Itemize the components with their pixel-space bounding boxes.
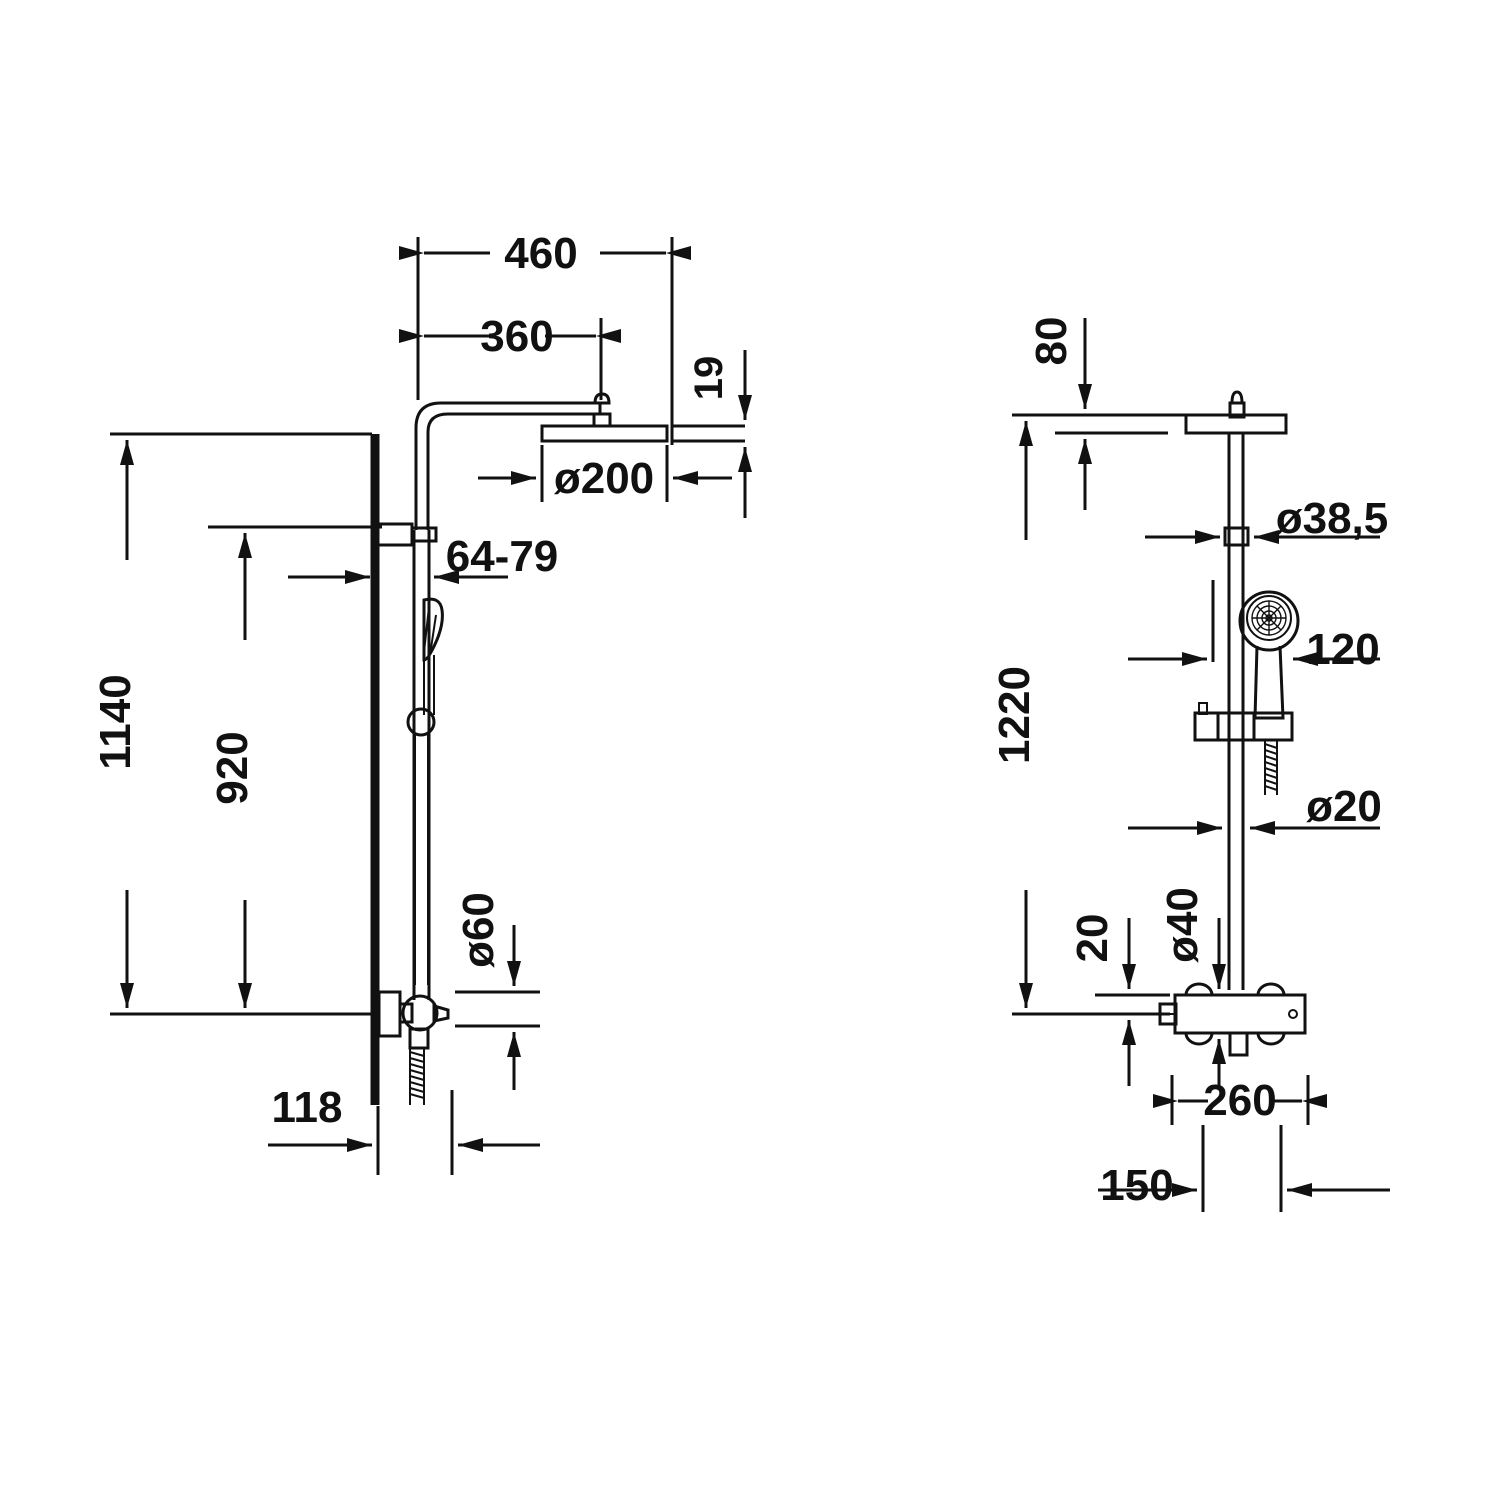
upper-wall-bracket (376, 522, 414, 547)
dimension-labels: 460 360 19 ø200 64-79 1140 920 ø60 118 8… (91, 229, 1388, 1210)
label-260: 260 (1203, 1076, 1276, 1125)
mixer-wall-plate (377, 990, 402, 1038)
hand-shower-spray-face (1246, 595, 1292, 641)
label-19: 19 (687, 356, 731, 401)
label-o40: ø40 (1158, 887, 1207, 963)
thermostat-outlet (1228, 1031, 1249, 1057)
thermostat-knob-right-b (1256, 1032, 1286, 1046)
label-o60: ø60 (454, 892, 503, 968)
shower-arm-inner (426, 412, 600, 530)
hand-shower-detail-2 (429, 614, 437, 656)
shower-head-collar (592, 412, 612, 428)
hand-shower-handle-front (1253, 645, 1285, 720)
mixer-lever (432, 1004, 450, 1023)
label-460: 460 (504, 229, 577, 278)
spray-nozzle-pattern (1251, 600, 1287, 636)
label-20: 20 (1068, 914, 1117, 963)
label-118: 118 (272, 1083, 343, 1132)
label-120: 120 (1306, 625, 1379, 674)
overhead-shower-front (1184, 413, 1288, 435)
thermostat-knob-left-b (1184, 1032, 1214, 1046)
riser-collar (1223, 526, 1250, 547)
overhead-shower-head (540, 424, 669, 443)
flex-hose-right (1264, 740, 1278, 795)
label-920: 920 (208, 731, 257, 804)
hand-shower-head-front (1238, 590, 1300, 652)
right-view-dimensions (1012, 318, 1390, 1212)
label-o200: ø200 (554, 454, 654, 503)
label-360: 360 (480, 312, 553, 361)
slider-bracket-knob (1198, 702, 1208, 715)
thermostat-bar (1173, 993, 1307, 1035)
slider-ring (406, 707, 436, 737)
label-1220: 1220 (990, 666, 1039, 764)
left-view-product (370, 392, 669, 1105)
overhead-joint-cap (1230, 390, 1244, 405)
label-o20: ø20 (1306, 782, 1382, 831)
slider-bracket-front (1193, 711, 1294, 742)
label-80: 80 (1027, 317, 1076, 366)
thermostat-screw (1288, 1009, 1298, 1019)
thermostat-knob-left (1184, 982, 1214, 996)
label-150: 150 (1100, 1161, 1173, 1210)
hand-shower-handle-side (423, 655, 435, 715)
mixer-body-side (401, 994, 439, 1032)
flex-hose-left (409, 1048, 425, 1105)
left-view-dimensions (110, 237, 752, 1175)
hand-shower-side (422, 597, 444, 662)
thermostat-knob-right (1256, 982, 1286, 996)
upper-bracket-arm (410, 526, 438, 543)
label-64-79: 64-79 (446, 532, 559, 581)
right-view-product (1158, 390, 1307, 1057)
shower-arm-outer (414, 401, 600, 530)
mixer-outlet (408, 1027, 430, 1050)
label-o38-5: ø38,5 (1276, 494, 1389, 543)
hand-shower-detail-1 (423, 606, 430, 653)
label-1140: 1140 (91, 674, 140, 769)
